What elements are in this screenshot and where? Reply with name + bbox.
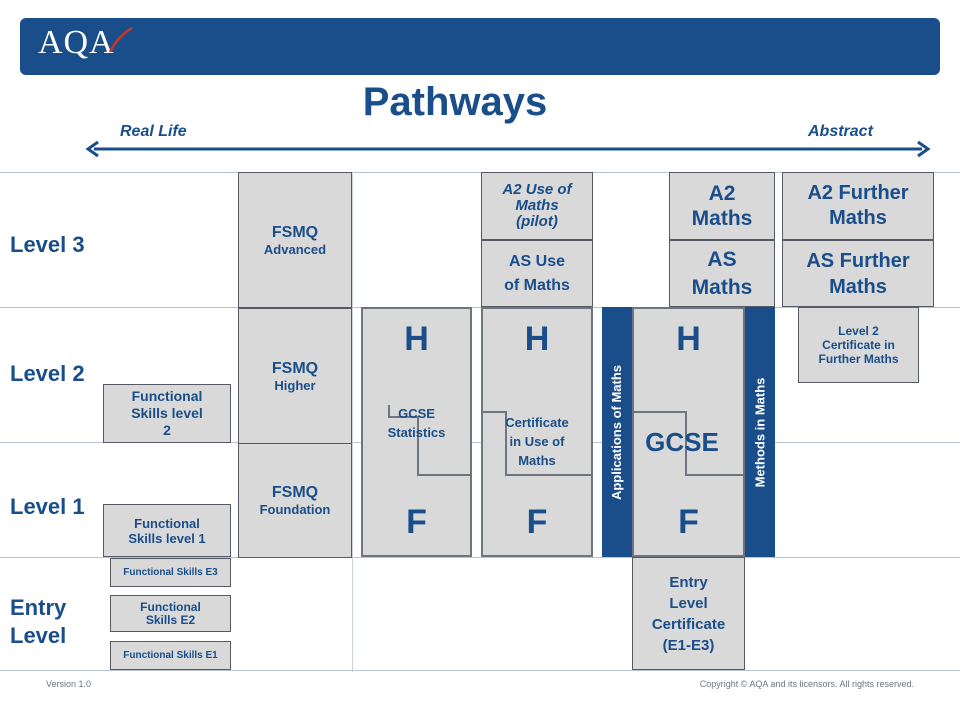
fsmq-higher-title: FSMQ [271,359,319,377]
fsmq-foundation-sub: Foundation [259,502,331,517]
entry-certificate-line: Entry [669,573,708,591]
functional-skills-level-2-box: Functional Skills level 2 [103,384,231,443]
a2-maths-box: A2 Maths [669,172,775,240]
functional-skills-level-1-box: Functional Skills level 1 [103,504,231,557]
fsmq-advanced-sub: Advanced [263,241,327,257]
certificate-label-line: in Use of [509,434,565,449]
functional-skills-e3-box: Functional Skills E3 [110,558,231,587]
a2-use-of-maths-line: Maths [515,197,559,214]
grid-line [0,670,960,671]
tier-overlap-line [481,411,593,476]
fsmq-foundation-box: FSMQ Foundation [238,443,352,558]
level-2-label: Level 2 [10,361,85,386]
foundation-tier-letter: F [526,503,548,541]
tier-overlap-line [388,405,472,476]
fsmq-higher-sub: Higher [274,377,316,393]
logo-swoosh-icon [108,26,133,53]
fsmq-advanced-box: FSMQ Advanced [238,172,352,308]
a2-further-maths-line: A2 Further [807,182,909,204]
functional-skills-line: Skills level [131,405,203,421]
functional-skills-line: Skills level 1 [128,530,206,546]
methods-in-maths-label-wrap: Methods in Maths [745,307,775,557]
entry-level-certificate-box: Entry Level Certificate (E1-E3) [632,557,745,670]
a2-use-of-maths-line: A2 Use of [502,181,572,198]
level-3-label: Level 3 [10,232,85,257]
as-use-of-maths-box: AS Use of Maths [481,240,593,307]
functional-skills-e1-label: Functional Skills E1 [123,650,218,661]
version-text: Version 1.0 [46,679,92,689]
certificate-use-of-maths-box [481,307,593,557]
entry-certificate-line: Certificate [651,615,726,633]
applications-of-maths-label: Applications of Maths [609,364,625,500]
gcse-statistics-label-line: GCSE [398,406,435,421]
a2-maths-line: A2 [708,182,736,205]
copyright-text: Copyright © AQA and its licensors. All r… [699,679,914,689]
functional-skills-e2-box: Functional Skills E2 [110,595,231,632]
grid-line [0,557,960,558]
fsmq-advanced-title: FSMQ [271,223,319,241]
applications-of-maths-bar [602,307,632,557]
aqa-logo: AQA [38,24,115,61]
level-1-label: Level 1 [10,494,85,519]
higher-tier-letter: H [404,320,429,358]
gcse-label: GCSE [645,427,719,457]
gcse-statistics-box [361,307,472,557]
further-certificate-line: Further Maths [818,352,899,366]
grid-line [0,442,960,443]
gcse-statistics-label: GCSE Statistics [361,404,472,442]
functional-skills-line: Functional [131,388,203,404]
a2-further-maths-box: A2 Further Maths [782,172,934,240]
fsmq-higher-box: FSMQ Higher [238,308,352,444]
methods-in-maths-label: Methods in Maths [752,377,768,487]
a2-use-of-maths-box: A2 Use of Maths (pilot) [481,172,593,240]
certificate-use-of-maths-label: Certificate in Use of Maths [481,413,593,470]
entry-level-label: Entry Level [10,594,66,650]
as-use-of-maths-line: of Maths [504,276,570,294]
page-title: Pathways [362,80,548,124]
further-certificate-line: Certificate in [822,338,895,352]
fsmq-foundation-title: FSMQ [271,484,319,501]
as-maths-line: AS [707,247,737,271]
as-maths-box: AS Maths [669,240,775,307]
double-arrow-icon [85,140,931,158]
gcse-maths-box [632,307,745,557]
foundation-tier-letter: F [406,503,427,541]
axis-label-left: Real Life [120,123,187,140]
axis-label-right: Abstract [808,123,873,140]
methods-in-maths-bar [745,307,775,557]
grid-line-vertical [352,172,353,672]
gcse-statistics-label-line: Statistics [387,425,446,440]
as-further-maths-line: Maths [829,275,887,298]
functional-skills-e3-label: Functional Skills E3 [123,567,218,578]
applications-of-maths-label-wrap: Applications of Maths [602,307,632,557]
entry-level-label-line: Level [10,623,67,648]
functional-skills-line: Functional [140,599,201,614]
entry-certificate-line: (E1-E3) [662,636,715,654]
a2-further-maths-line: Maths [829,207,887,229]
entry-level-label-line: Entry [10,595,67,620]
as-maths-line: Maths [691,275,753,299]
functional-skills-line: Skills E2 [145,612,196,627]
header-banner [20,18,940,75]
as-use-of-maths-line: AS Use [508,252,566,270]
level-2-further-maths-box: Level 2 Certificate in Further Maths [798,307,919,383]
as-further-maths-box: AS Further Maths [782,240,934,307]
higher-tier-letter: H [524,320,550,358]
functional-skills-line: 2 [163,422,171,438]
entry-certificate-line: Level [669,594,708,612]
functional-skills-line: Functional [134,515,200,531]
a2-maths-line: Maths [691,207,753,230]
tier-overlap-line [632,411,745,476]
certificate-label-line: Maths [518,453,556,468]
higher-tier-letter: H [676,320,701,358]
functional-skills-e1-box: Functional Skills E1 [110,641,231,670]
as-further-maths-line: AS Further [806,249,910,272]
a2-use-of-maths-line: (pilot) [516,213,558,230]
foundation-tier-letter: F [678,503,699,541]
grid-line [0,307,960,308]
grid-line [0,172,960,173]
further-certificate-line: Level 2 [838,324,879,338]
certificate-label-line: Certificate [505,415,569,430]
